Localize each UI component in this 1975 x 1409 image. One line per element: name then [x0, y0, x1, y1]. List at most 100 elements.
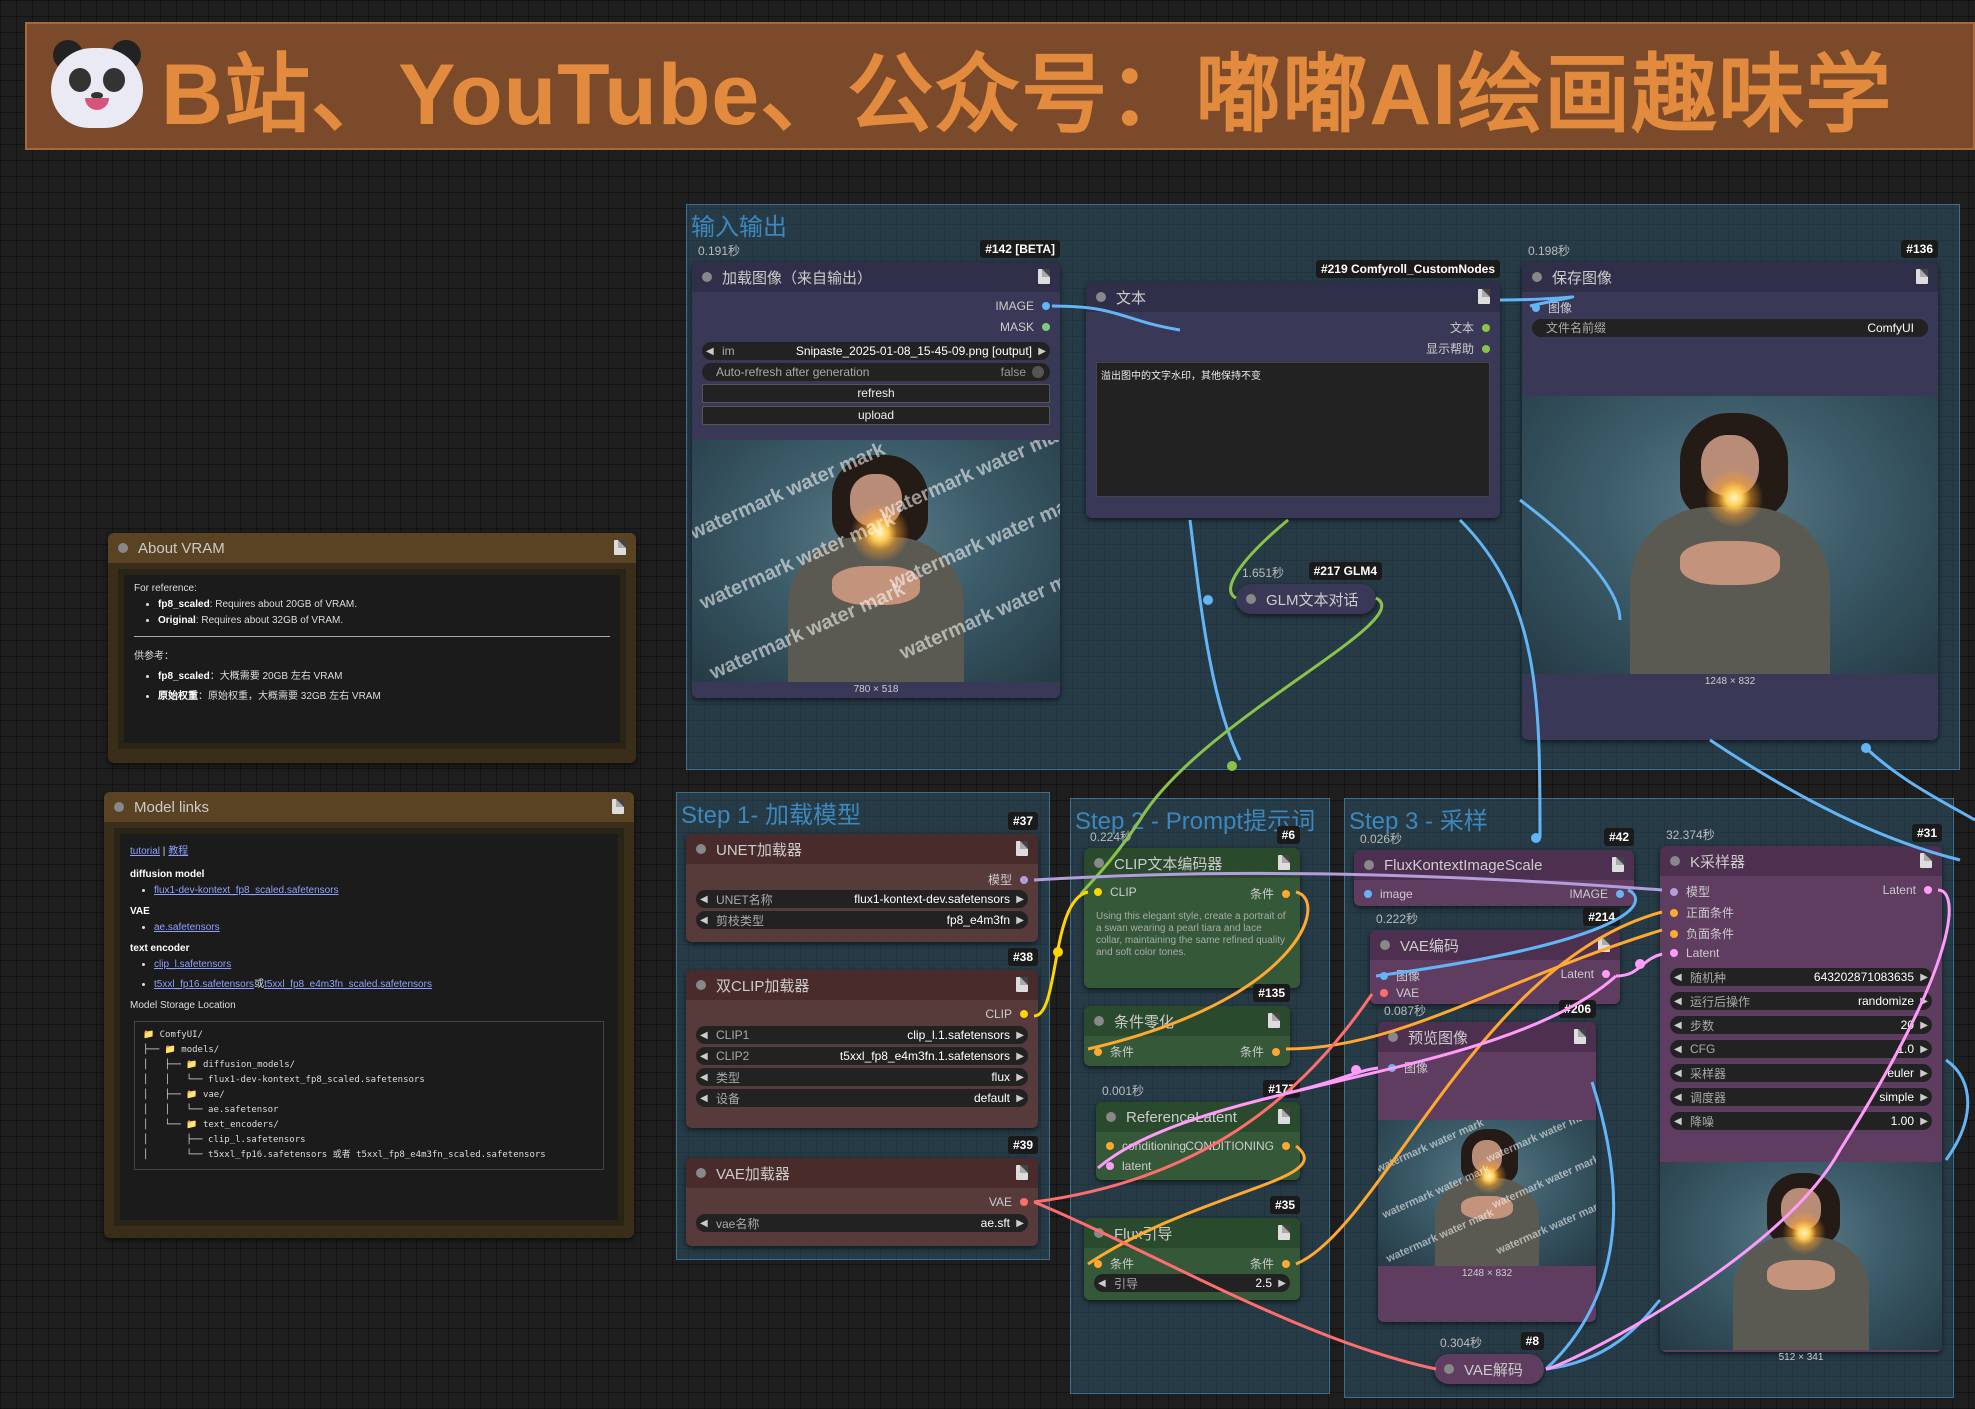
doc-icon[interactable] [612, 799, 624, 814]
prompt-text[interactable]: Using this elegant style, create a portr… [1096, 911, 1286, 958]
tutorial-cn-link[interactable]: 教程 [168, 846, 189, 857]
input-negative[interactable]: 负面条件 [1660, 924, 1942, 941]
node-dual-clip-loader[interactable]: #38 双CLIP加载器 CLIP CLIP1clip_l.1.safetens… [686, 948, 1038, 1128]
node-header[interactable]: GLM文本对话 [1236, 584, 1376, 614]
doc-icon[interactable] [1478, 289, 1490, 304]
collapse-dot-icon[interactable] [114, 802, 124, 812]
output-show-help[interactable]: 显示帮助 [1086, 339, 1500, 356]
doc-icon[interactable] [1278, 1225, 1290, 1240]
collapse-dot-icon[interactable] [1106, 1112, 1116, 1122]
output-image[interactable]: IMAGE [692, 298, 1060, 315]
conditioning-io[interactable]: 条件条件 [1084, 1042, 1290, 1059]
collapse-dot-icon[interactable] [1364, 860, 1374, 870]
note-content[interactable]: tutorial | 教程 diffusion model flux1-dev-… [114, 828, 624, 1226]
node-header[interactable]: ReferenceLatent [1096, 1102, 1300, 1132]
collapse-dot-icon[interactable] [1094, 1016, 1104, 1026]
guidance-stepper[interactable]: 引导2.5 [1094, 1274, 1290, 1292]
doc-icon[interactable] [1920, 853, 1932, 868]
collapse-dot-icon[interactable] [1444, 1364, 1454, 1374]
input-latent[interactable]: latent [1096, 1158, 1300, 1175]
node-header[interactable]: Model links [104, 792, 634, 822]
collapse-dot-icon[interactable] [1388, 1032, 1398, 1042]
doc-icon[interactable] [1278, 855, 1290, 870]
collapse-dot-icon[interactable] [702, 272, 712, 282]
output-model[interactable]: 模型 [686, 870, 1038, 887]
doc-icon[interactable] [1574, 1029, 1586, 1044]
doc-icon[interactable] [1612, 857, 1624, 872]
node-header[interactable]: 保存图像 [1522, 262, 1938, 292]
collapse-dot-icon[interactable] [1380, 940, 1390, 950]
output-mask[interactable]: MASK [692, 319, 1060, 336]
node-vae-decode[interactable]: 0.304秒 #8 VAE解码 [1434, 1332, 1544, 1384]
node-header[interactable]: UNET加载器 [686, 834, 1038, 864]
doc-icon[interactable] [1016, 1165, 1028, 1180]
clip-l-link[interactable]: clip_l.safetensors [154, 959, 232, 970]
node-header[interactable]: 文本 [1086, 282, 1500, 312]
collapse-dot-icon[interactable] [1532, 272, 1542, 282]
output-vae[interactable]: VAE [686, 1194, 1038, 1211]
collapse-dot-icon[interactable] [696, 980, 706, 990]
note-content[interactable]: For reference: fp8_scaled: Requires abou… [118, 569, 626, 749]
doc-icon[interactable] [1598, 937, 1610, 952]
doc-icon[interactable] [1016, 977, 1028, 992]
doc-icon[interactable] [1268, 1013, 1280, 1028]
note-about-vram[interactable]: About VRAM For reference: fp8_scaled: Re… [108, 533, 636, 763]
collapse-dot-icon[interactable] [118, 543, 128, 553]
collapse-dot-icon[interactable] [1096, 292, 1106, 302]
node-header[interactable]: VAE加载器 [686, 1158, 1038, 1188]
conditioning-io[interactable]: 条件条件 [1084, 1254, 1300, 1271]
node-header[interactable]: CLIP文本编码器 [1084, 848, 1300, 878]
node-header[interactable]: Flux引导 [1084, 1218, 1300, 1248]
node-text[interactable]: #219 Comfyroll_CustomNodes 文本 文本 显示帮助 溢出… [1086, 260, 1500, 518]
t5xxl-fp16-link[interactable]: t5xxl_fp16.safetensors [154, 979, 255, 990]
node-reference-latent[interactable]: 0.001秒 #177 ReferenceLatent conditioning… [1096, 1080, 1300, 1180]
output-clip[interactable]: CLIP [686, 1006, 1038, 1023]
denoise-stepper[interactable]: 降噪1.00 [1670, 1112, 1932, 1130]
node-header[interactable]: 加载图像（来自输出） [692, 262, 1060, 292]
doc-icon[interactable] [1916, 269, 1928, 284]
collapse-dot-icon[interactable] [1094, 858, 1104, 868]
doc-icon[interactable] [614, 540, 626, 555]
diffusion-model-link[interactable]: flux1-dev-kontext_fp8_scaled.safetensors [154, 885, 339, 896]
node-header[interactable]: About VRAM [108, 533, 636, 563]
input-positive[interactable]: 正面条件 [1660, 903, 1942, 920]
node-header[interactable]: FluxKontextImageScale [1354, 850, 1634, 880]
input-latent[interactable]: Latent [1660, 945, 1942, 962]
collapse-dot-icon[interactable] [696, 844, 706, 854]
t5xxl-fp8-link[interactable]: t5xxl_fp8_e4m3fn_scaled.safetensors [264, 979, 432, 990]
upload-button[interactable]: upload [702, 406, 1050, 425]
note-model-links[interactable]: Model links tutorial | 教程 diffusion mode… [104, 792, 634, 1238]
doc-icon[interactable] [1038, 269, 1050, 284]
tutorial-link[interactable]: tutorial [130, 846, 161, 857]
node-preview-image[interactable]: 0.087秒 #206 预览图像 图像 watermark water mark… [1378, 1000, 1596, 1322]
collapse-dot-icon[interactable] [1246, 594, 1256, 604]
node-header[interactable]: 条件零化 [1084, 1006, 1290, 1036]
node-header[interactable]: VAE解码 [1434, 1354, 1544, 1384]
refresh-button[interactable]: refresh [702, 384, 1050, 403]
node-conditioning-zero-out[interactable]: #135 条件零化 条件条件 [1084, 984, 1290, 1066]
output-text[interactable]: 文本 [1086, 318, 1500, 335]
node-load-image[interactable]: 0.191秒 #142 [BETA] 加载图像（来自输出） IMAGE MASK… [692, 240, 1060, 698]
node-header[interactable]: 预览图像 [1378, 1022, 1596, 1052]
collapse-dot-icon[interactable] [1670, 856, 1680, 866]
node-header[interactable]: VAE编码 [1370, 930, 1620, 960]
